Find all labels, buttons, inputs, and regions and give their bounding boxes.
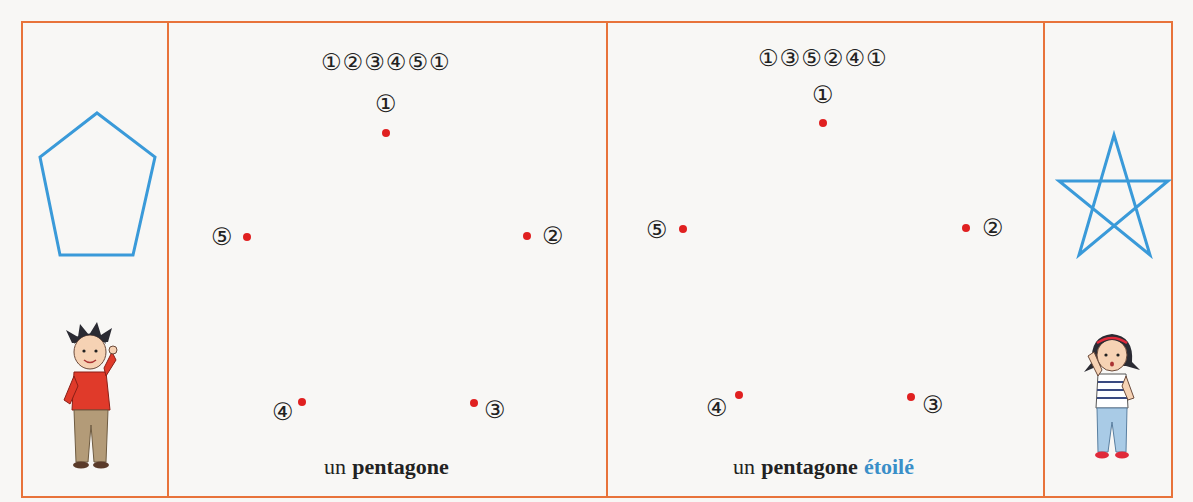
caption-word: pentagone: [352, 454, 449, 479]
girl-eye: [1104, 353, 1107, 356]
point-dot: [382, 129, 390, 137]
caption: unpentagoneétoilé: [733, 456, 914, 478]
girl-mouth: [1110, 362, 1114, 367]
girl-figure: [1084, 334, 1140, 459]
point-number: ①: [375, 92, 397, 116]
girl-shoe: [1115, 452, 1129, 459]
point-dot: [907, 393, 915, 401]
point-number: ④: [272, 400, 294, 424]
boy-eye: [82, 349, 85, 352]
point-dot: [298, 398, 306, 406]
girl-arm: [1122, 376, 1134, 400]
girl-headband: [1097, 338, 1127, 343]
girl-shoe: [1095, 452, 1109, 459]
stripe: [1097, 389, 1127, 391]
caption-word: étoilé: [864, 454, 914, 479]
boy-head: [74, 335, 106, 369]
point-number: ①: [812, 83, 834, 107]
boy-eye: [94, 349, 97, 352]
boy-arm: [104, 352, 116, 376]
stripe: [1098, 381, 1126, 383]
point-number: ②: [982, 216, 1004, 240]
divider: [606, 22, 608, 497]
boy-hand: [109, 346, 117, 354]
boy-figure: [64, 322, 117, 469]
point-number: ⑤: [646, 218, 668, 242]
girl-arm: [1088, 352, 1102, 376]
point-dot: [243, 233, 251, 241]
boy-shirt: [72, 372, 110, 410]
point-number: ②: [542, 224, 564, 248]
panel-frame: [22, 22, 1172, 497]
girl-fringe: [1097, 336, 1127, 348]
girl-shirt: [1096, 374, 1128, 408]
boy-shoe: [93, 462, 109, 469]
boy-arm: [64, 376, 78, 404]
pentagon-shape: [40, 113, 155, 255]
point-dot: [735, 391, 743, 399]
point-number: ④: [706, 396, 728, 420]
caption-word: un: [324, 454, 346, 479]
boy-fringe: [74, 334, 106, 345]
stripe: [1097, 397, 1127, 399]
girl-eye: [1116, 353, 1119, 356]
divider: [1043, 22, 1045, 497]
caption-word: pentagone: [761, 454, 858, 479]
star-shape: [1059, 135, 1168, 255]
girl-jeans: [1097, 408, 1127, 452]
caption-word: un: [733, 454, 755, 479]
point-sequence: ①③⑤②④①: [758, 47, 888, 70]
boy-shoe: [73, 462, 89, 469]
point-number: ③: [922, 393, 944, 417]
point-dots: [243, 119, 970, 407]
outer-border: [22, 22, 1172, 497]
caption: unpentagone: [324, 456, 449, 478]
point-dot: [962, 224, 970, 232]
point-number: ③: [484, 398, 506, 422]
point-sequence: ①②③④⑤①: [321, 51, 451, 74]
point-number: ⑤: [211, 225, 233, 249]
boy-mouth: [84, 360, 96, 363]
point-dot: [523, 232, 531, 240]
divider: [167, 22, 169, 497]
point-dot: [819, 119, 827, 127]
boy-trousers: [74, 410, 108, 462]
point-dot: [679, 225, 687, 233]
point-dot: [470, 399, 478, 407]
